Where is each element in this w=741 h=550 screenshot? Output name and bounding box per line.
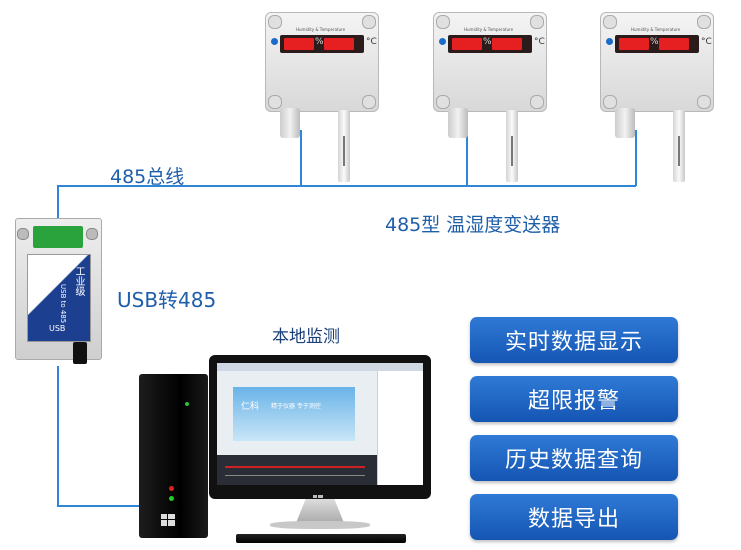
pc-tower xyxy=(139,374,208,538)
usb-port xyxy=(73,342,87,364)
sensor-1: Humidity & Temperature % °C xyxy=(265,12,379,182)
monitor-stand xyxy=(296,499,344,523)
monitor-label: 本地监测 xyxy=(272,327,340,347)
converter-label: USB转485 xyxy=(117,288,217,312)
usb-485-converter: 工业级 USB to 485 USB xyxy=(15,218,102,366)
temperature-unit: °C xyxy=(366,37,377,47)
sensor-caption: Humidity & Temperature xyxy=(631,27,681,32)
sensor-probe xyxy=(506,110,518,182)
sensor-housing: Humidity & Temperature % °C xyxy=(433,12,547,112)
bus-label: 485总线 xyxy=(110,166,185,188)
humidity-unit: % xyxy=(483,37,492,47)
feature-realtime-display: 实时数据显示 xyxy=(470,317,678,363)
banner-name: 仁科 xyxy=(241,402,260,412)
sensor-2: Humidity & Temperature % °C xyxy=(433,12,547,182)
converter-model: USB to 485 xyxy=(59,284,67,324)
feature-overlimit-alarm: 超限报警 xyxy=(470,376,678,422)
sensor-caption: Humidity & Temperature xyxy=(464,27,514,32)
monitor: 仁科 精于仪器 专于测控 xyxy=(209,355,431,503)
humidity-unit: % xyxy=(315,37,324,47)
temperature-unit: °C xyxy=(534,37,545,47)
brand-logo-icon xyxy=(439,38,446,45)
cable-gland xyxy=(615,108,635,138)
sensor-display: % °C xyxy=(448,35,545,53)
monitor-screen: 仁科 精于仪器 专于测控 xyxy=(217,363,423,485)
windows-logo-icon xyxy=(161,511,175,526)
sensor-caption: Humidity & Temperature xyxy=(296,27,346,32)
temperature-unit: °C xyxy=(701,37,712,47)
sensor-probe xyxy=(338,110,350,182)
feature-history-query: 历史数据查询 xyxy=(470,435,678,481)
keyboard xyxy=(236,534,406,543)
sensor-display: % °C xyxy=(280,35,377,53)
brand-logo-icon xyxy=(606,38,613,45)
cable-gland xyxy=(280,108,300,138)
sensor-housing: Humidity & Temperature % °C xyxy=(265,12,379,112)
monitor-base xyxy=(270,521,370,529)
windows-logo-icon xyxy=(313,488,323,503)
usb-cable xyxy=(57,366,146,507)
converter-port-label: USB xyxy=(49,324,66,333)
sensor-housing: Humidity & Temperature % °C xyxy=(600,12,714,112)
transmitter-label: 485型 温湿度变送器 xyxy=(385,214,561,236)
sensor-probe xyxy=(673,110,685,182)
cable-gland xyxy=(448,108,468,138)
banner-text: 精于仪器 专于测控 xyxy=(271,403,321,410)
sensor-3: Humidity & Temperature % °C xyxy=(600,12,714,182)
bus-line xyxy=(57,185,636,218)
terminal-block xyxy=(33,226,83,248)
humidity-unit: % xyxy=(650,37,659,47)
sensor-display: % °C xyxy=(615,35,712,53)
feature-data-export: 数据导出 xyxy=(470,494,678,540)
converter-title: 工业级 xyxy=(73,266,84,296)
brand-logo-icon xyxy=(271,38,278,45)
software-banner: 仁科 精于仪器 专于测控 xyxy=(233,387,355,441)
